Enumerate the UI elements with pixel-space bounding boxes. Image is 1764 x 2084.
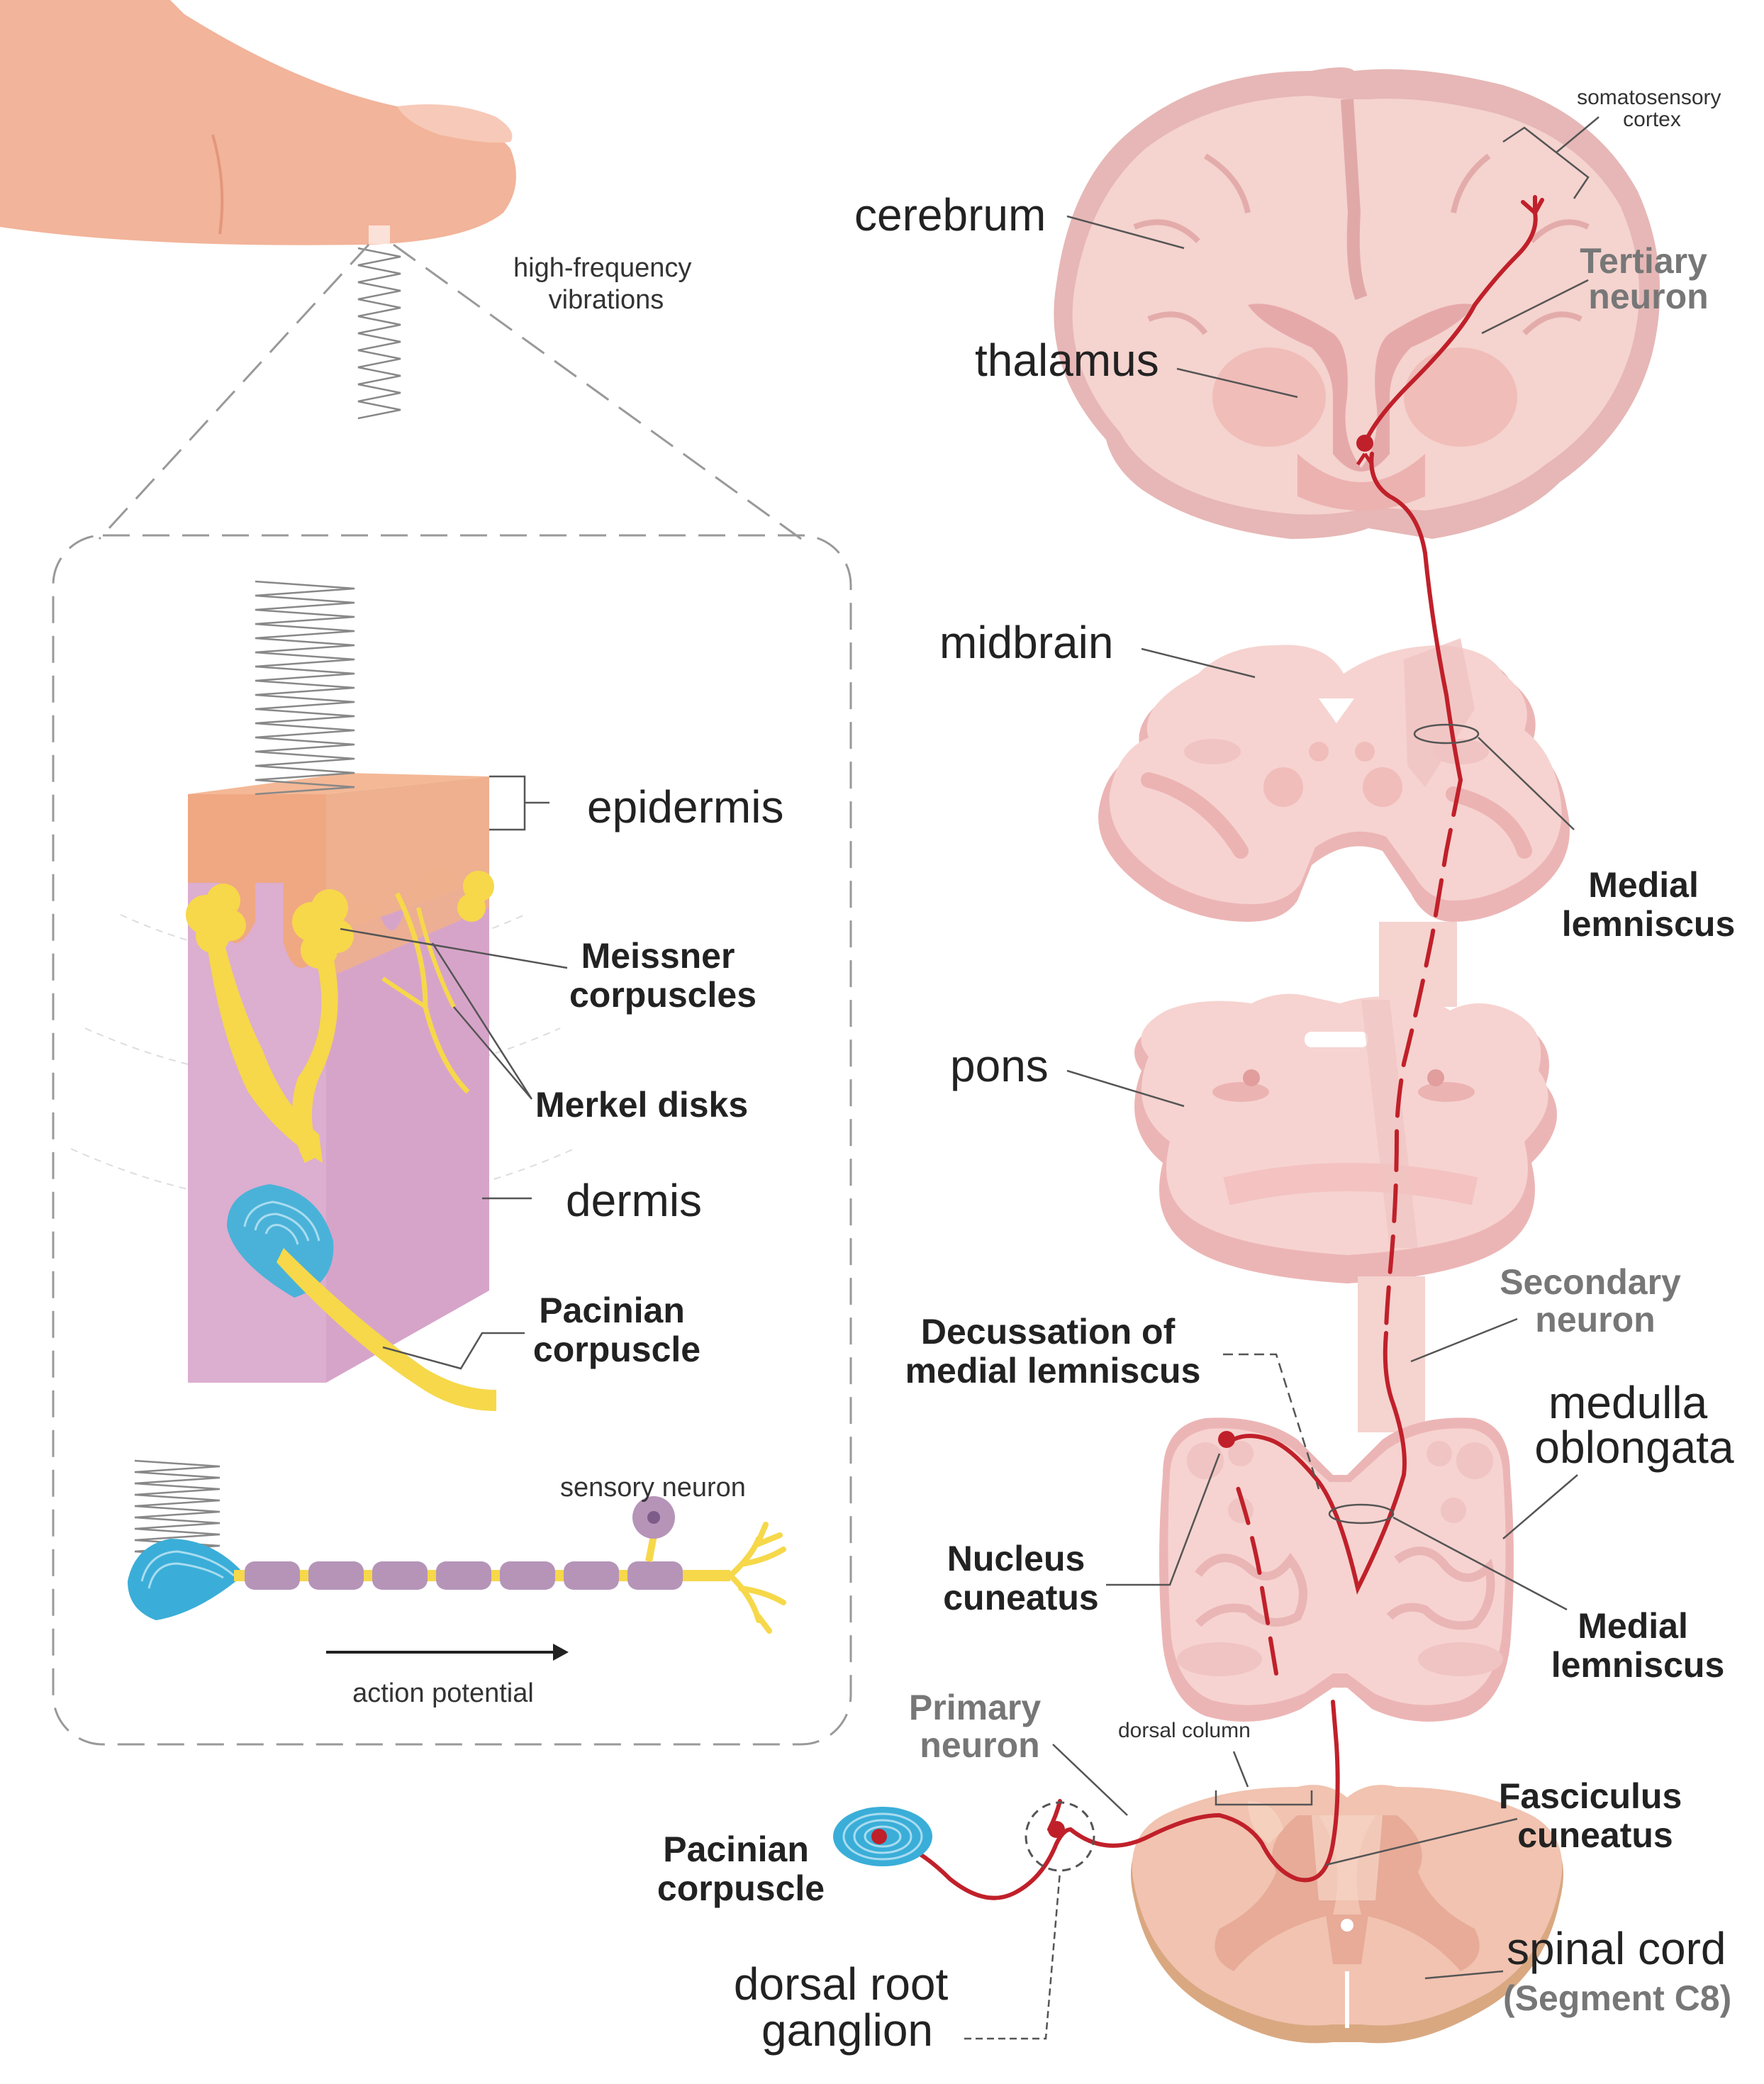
- label-pacinian-corpuscle-skin: Pacinian corpuscle: [533, 1291, 700, 1369]
- zoom-line-left: [98, 243, 370, 540]
- medial-lemniscus-ring-upper: [1413, 723, 1480, 745]
- label-somatosensory-cortex: somatosensory cortex: [1577, 86, 1727, 131]
- pacinian-skin-leader: [382, 1332, 525, 1370]
- epidermis-side: [326, 776, 489, 936]
- pons: [1134, 993, 1557, 1283]
- dorsal-root-ganglion-leader: [964, 1871, 1061, 2040]
- lateral-ventricles: [1248, 303, 1475, 472]
- cerebrum: [1054, 67, 1660, 539]
- label-nucleus-cuneatus: Nucleus cuneatus: [943, 1539, 1099, 1617]
- medial-lemniscus-ring-lower: [1328, 1503, 1395, 1525]
- vibration-spring-skin: [255, 580, 355, 796]
- label-cerebrum: cerebrum: [854, 189, 1046, 240]
- nucleus-cuneatus-leader: [1106, 1453, 1221, 1586]
- label-decussation: Decussation of medial lemniscus: [905, 1312, 1201, 1391]
- meissner-corpuscle-3: [457, 871, 494, 922]
- vibration-spring-top: [357, 247, 401, 420]
- medial-lemniscus-upper-leader: [1478, 737, 1575, 830]
- label-merkel-disks: Merkel disks: [535, 1085, 748, 1125]
- medulla-leader: [1502, 1474, 1578, 1539]
- primary-leader: [1052, 1744, 1128, 1816]
- epidermis-bracket: [489, 775, 549, 831]
- label-medial-lemniscus-upper: Medial lemniscus: [1562, 865, 1736, 944]
- label-primary-neuron: Primary neuron: [909, 1688, 1051, 1765]
- epidermis-top: [188, 773, 489, 794]
- cerebrum-leader: [1066, 215, 1185, 250]
- neuron-schematic: [128, 1459, 786, 1634]
- label-tertiary-neuron: Tertiary neuron: [1580, 241, 1717, 316]
- dorsal-column-bracket: [1215, 1751, 1313, 1806]
- label-midbrain: midbrain: [939, 617, 1113, 668]
- cortex-bracket: [1502, 116, 1600, 199]
- medulla-oblongata: [1159, 1417, 1514, 1722]
- label-pacinian-corpuscle-receptor: Pacinian corpuscle: [657, 1829, 825, 1908]
- secondary-leader: [1410, 1317, 1518, 1363]
- medial-lemniscus-lower-leader: [1392, 1516, 1568, 1611]
- label-thalamus: thalamus: [975, 335, 1159, 386]
- tertiary-neuron-path: [1363, 211, 1538, 445]
- meissner-leader: [340, 927, 568, 969]
- nucleus-cuneatus-soma: [1218, 1431, 1235, 1448]
- pons-leader: [1066, 1069, 1185, 1108]
- spinal-cord: [1131, 1785, 1563, 2044]
- tertiary-neuron-soma: [1356, 435, 1373, 452]
- epidermis-front: [188, 794, 326, 883]
- pacinian-corpuscle-receptor: [833, 1807, 932, 1866]
- longitudinal-fissure: [1341, 99, 1368, 301]
- meissner-corpuscle-1: [186, 884, 246, 953]
- midbrain: [1098, 638, 1570, 922]
- fingernail: [397, 104, 513, 143]
- dorsal-root-ganglion-soma: [1048, 1821, 1065, 1838]
- fingertip: [0, 0, 516, 245]
- label-dorsal-column: dorsal column: [1118, 1719, 1251, 1742]
- tertiary-leader: [1481, 279, 1589, 335]
- midbrain-leader: [1141, 647, 1256, 679]
- label-fasciculus-cuneatus: Fasciculus cuneatus: [1499, 1776, 1692, 1855]
- skin-block: [70, 580, 575, 1411]
- sensory-pathway: [877, 195, 1544, 1900]
- contact-point: [369, 225, 390, 244]
- merkel-leader: [431, 942, 533, 1100]
- label-meissner-corpuscles: Meissner corpuscles: [569, 936, 757, 1015]
- fasciculus-leader: [1325, 1817, 1518, 1866]
- primary-neuron-path: [877, 1700, 1340, 1900]
- label-secondary-neuron: Secondary neuron: [1500, 1262, 1691, 1339]
- brainstem-connector-2: [1358, 1276, 1425, 1432]
- label-sensory-neuron: sensory neuron: [560, 1473, 746, 1503]
- pacinian-receptor-schematic: [128, 1539, 245, 1620]
- brainstem-connector-1: [1379, 922, 1457, 1007]
- zoom-line-right: [393, 243, 802, 540]
- skin-inset-box: [52, 534, 852, 1746]
- label-epidermis: epidermis: [587, 781, 783, 832]
- label-spinal-cord: spinal cord: [1507, 1923, 1726, 1974]
- meissner-corpuscle-2: [292, 889, 354, 969]
- label-pons: pons: [950, 1040, 1049, 1091]
- thalamus-leader: [1176, 367, 1298, 399]
- label-action-potential: action potential: [352, 1678, 534, 1708]
- label-segment: (Segment C8): [1503, 1978, 1731, 2018]
- label-medulla-oblongata: medulla oblongata: [1534, 1377, 1734, 1473]
- label-medial-lemniscus-lower: Medial lemniscus: [1551, 1606, 1725, 1685]
- decussation-leader: [1223, 1353, 1320, 1490]
- spinal-cord-leader: [1424, 1970, 1504, 1980]
- label-dorsal-root-ganglion: dorsal root ganglion: [734, 1958, 961, 2056]
- pacinian-corpuscle-skin: [227, 1184, 496, 1411]
- dorsal-root-ganglion-outline: [1025, 1801, 1095, 1872]
- label-dermis: dermis: [566, 1175, 702, 1226]
- label-high-frequency-vibrations: high-frequency vibrations: [513, 253, 699, 315]
